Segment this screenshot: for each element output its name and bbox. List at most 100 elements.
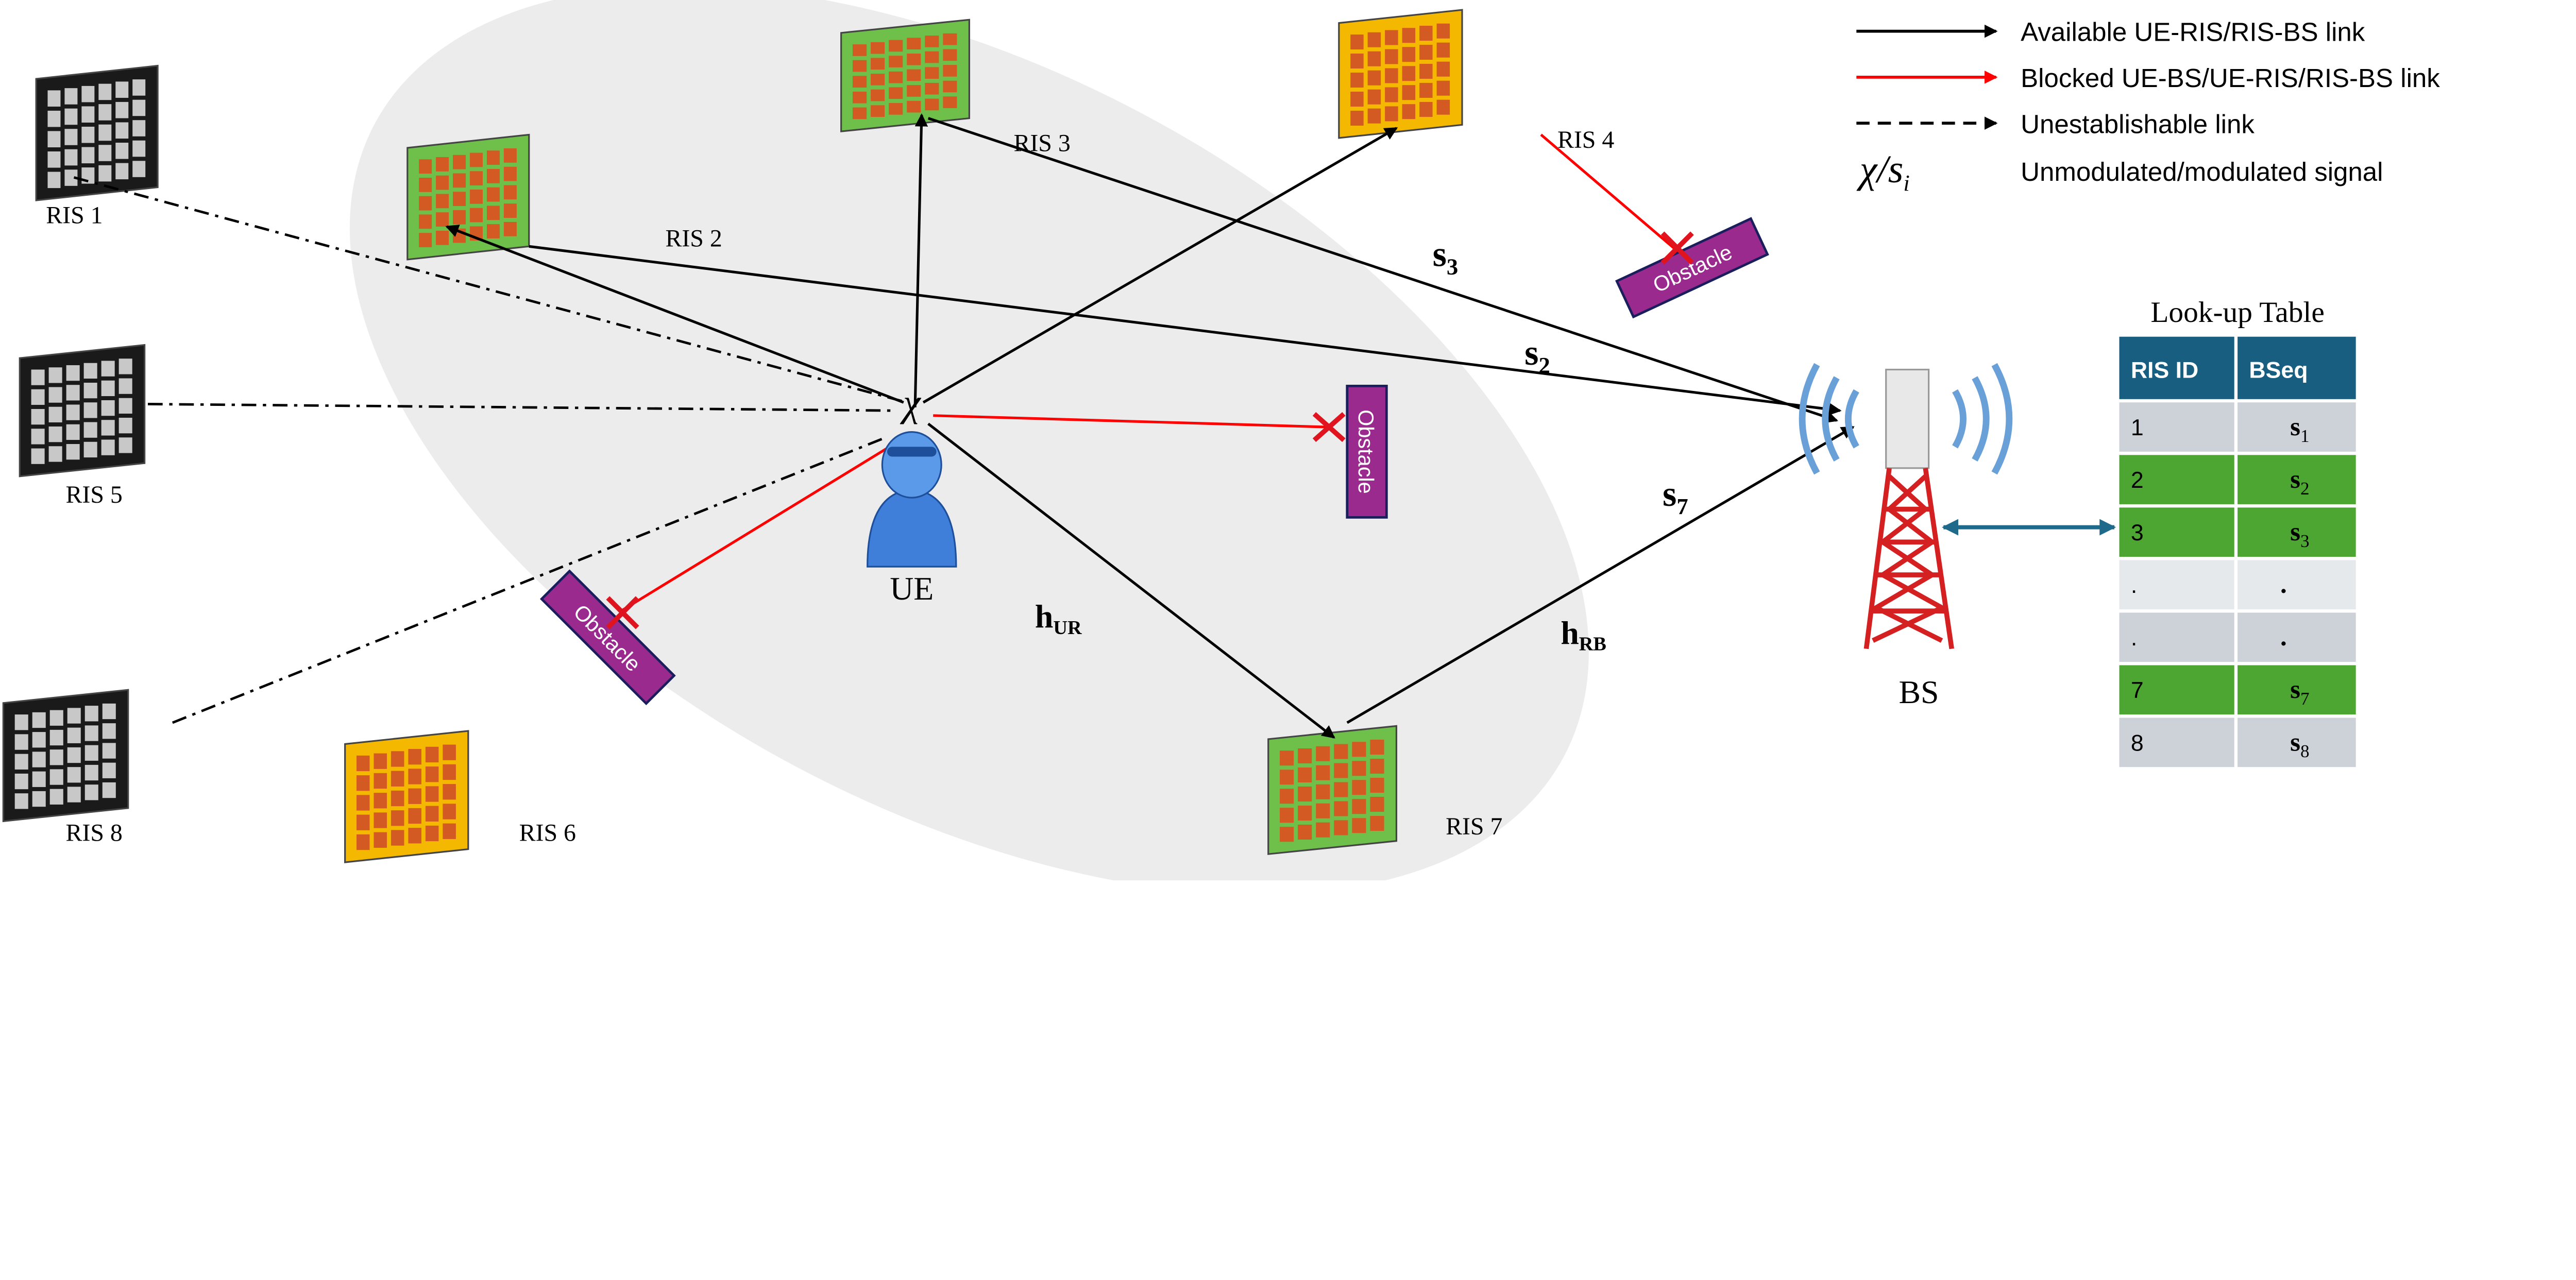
ris-element [66,444,80,460]
ris-element [852,44,867,56]
ris-element [1280,770,1294,785]
ris-element [425,746,439,763]
bs-label: BS [1899,674,1939,710]
ris-element [115,163,129,180]
ris-element [453,192,466,206]
table-cell-seq: s1 [2290,413,2309,446]
legend-unestablishable: Unestablishable link [2021,109,2255,139]
ris-element [391,790,404,807]
ris-element [391,771,404,787]
ris-element [31,448,45,464]
ris-element [47,172,61,189]
table-row: .. [2119,612,2356,662]
ris-element [1352,818,1366,833]
ris-element [907,69,921,81]
ris-element [889,103,903,115]
ris-element [64,149,78,166]
legend-signal-symbol: χ/si [1856,147,1910,196]
ris-element [943,49,957,61]
ris-element [374,753,387,769]
legend-signal-label: Unmodulated/modulated signal [2021,157,2383,186]
ris-element [1298,767,1312,783]
link-label-hUR: hUR [1035,598,1082,639]
ris-element [101,361,115,377]
ris-element [469,171,483,186]
ris-element [871,105,885,117]
ris-element [66,404,80,420]
ris-element [907,38,921,49]
ris-element [1280,808,1294,823]
ris-panel-6: RIS 6 [344,730,576,863]
ris-element [486,187,500,202]
ris-element [425,806,439,822]
ris-element [419,233,432,247]
table-header-cell [2119,336,2234,399]
table-cell-seq: . [2280,570,2287,599]
table-cell-id: . [2131,625,2137,651]
ris-element [49,789,63,805]
ris-element [356,755,370,772]
ris-element [115,101,129,118]
link-label-s2: s2 [1524,333,1550,378]
ris-element [419,178,432,192]
ris-element [84,725,98,741]
ris-element [1350,53,1364,69]
ris-element [453,210,466,225]
ris-element [48,367,62,383]
ris-panel-7: RIS 7 [1267,725,1502,855]
table-cell-bg [2238,507,2356,557]
ris-element [49,749,63,765]
table-cell-bg [2238,402,2356,452]
ris-element [943,96,957,108]
ris-element [443,804,456,820]
table-cell-id: 8 [2131,730,2144,756]
ris-element [98,145,112,161]
ris-element [31,369,45,385]
ris-element [1419,44,1433,60]
ris-element [32,732,46,748]
table-cell-id: . [2131,573,2137,598]
ris-element [1352,780,1366,795]
ris-element [925,51,939,63]
ris-element [98,83,112,100]
ris-element [67,767,81,783]
ris-element [66,424,80,440]
ris-element [98,124,112,141]
ris-element [64,129,78,145]
link-label-s3: s3 [1433,234,1459,280]
ris-element [83,382,97,399]
ris-element [374,773,387,789]
ris-element [1334,820,1348,835]
table-title: Look-up Table [2150,296,2325,329]
obstacle-label: Obstacle [1354,409,1378,494]
ris-element [436,230,449,245]
ris-element [84,784,98,800]
ris-element [102,762,116,778]
ris-element [1370,796,1384,812]
ris-element [49,710,63,726]
ris-element [67,747,81,763]
ris-element [374,832,387,848]
ris-element [132,140,146,157]
ris-element [98,104,112,121]
ris-element [14,793,28,809]
ris-element [943,65,957,77]
ris-element [81,86,95,103]
ris-element [1316,765,1330,780]
ris-element [115,142,129,159]
ris-element [64,108,78,125]
ris-panel-3: RIS 3 [840,19,1071,157]
ris-element [486,224,500,238]
ris-element [48,426,62,442]
ris-element [425,786,439,802]
table-header-1: BSeq [2249,357,2308,383]
ris-element [436,194,449,209]
ris-element [101,400,115,416]
ris-element [115,81,129,98]
ris-element [436,175,449,190]
table-cell-seq: s3 [2290,518,2309,551]
